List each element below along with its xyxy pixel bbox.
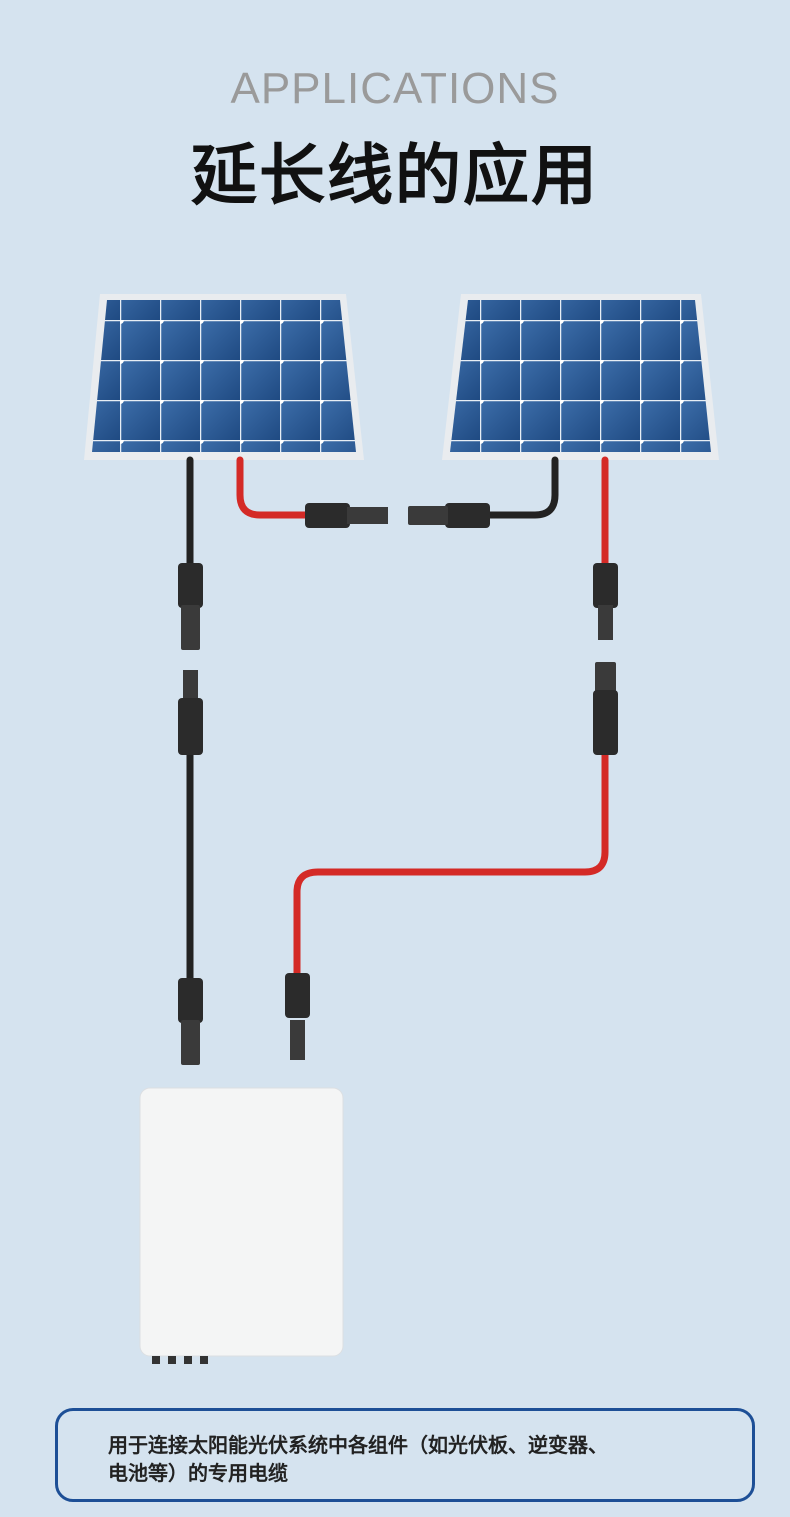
description-box: 用于连接太阳能光伏系统中各组件（如光伏板、逆变器、 电池等）的专用电缆 bbox=[55, 1408, 755, 1502]
red-cable bbox=[236, 456, 309, 519]
mc4-connectors bbox=[178, 503, 618, 1065]
solar-panel-right bbox=[442, 294, 719, 460]
description-line: 用于连接太阳能光伏系统中各组件（如光伏板、逆变器、 bbox=[108, 1433, 608, 1457]
solar-panel-left bbox=[84, 294, 364, 460]
black-cable bbox=[486, 456, 559, 519]
application-diagram bbox=[84, 294, 719, 1364]
inverter bbox=[139, 1087, 344, 1364]
red-extension-cable bbox=[293, 751, 609, 979]
section-subtitle: APPLICATIONS bbox=[230, 64, 560, 113]
page-title: 延长线的应用 bbox=[191, 137, 599, 214]
description-line: 电池等）的专用电缆 bbox=[108, 1461, 288, 1485]
